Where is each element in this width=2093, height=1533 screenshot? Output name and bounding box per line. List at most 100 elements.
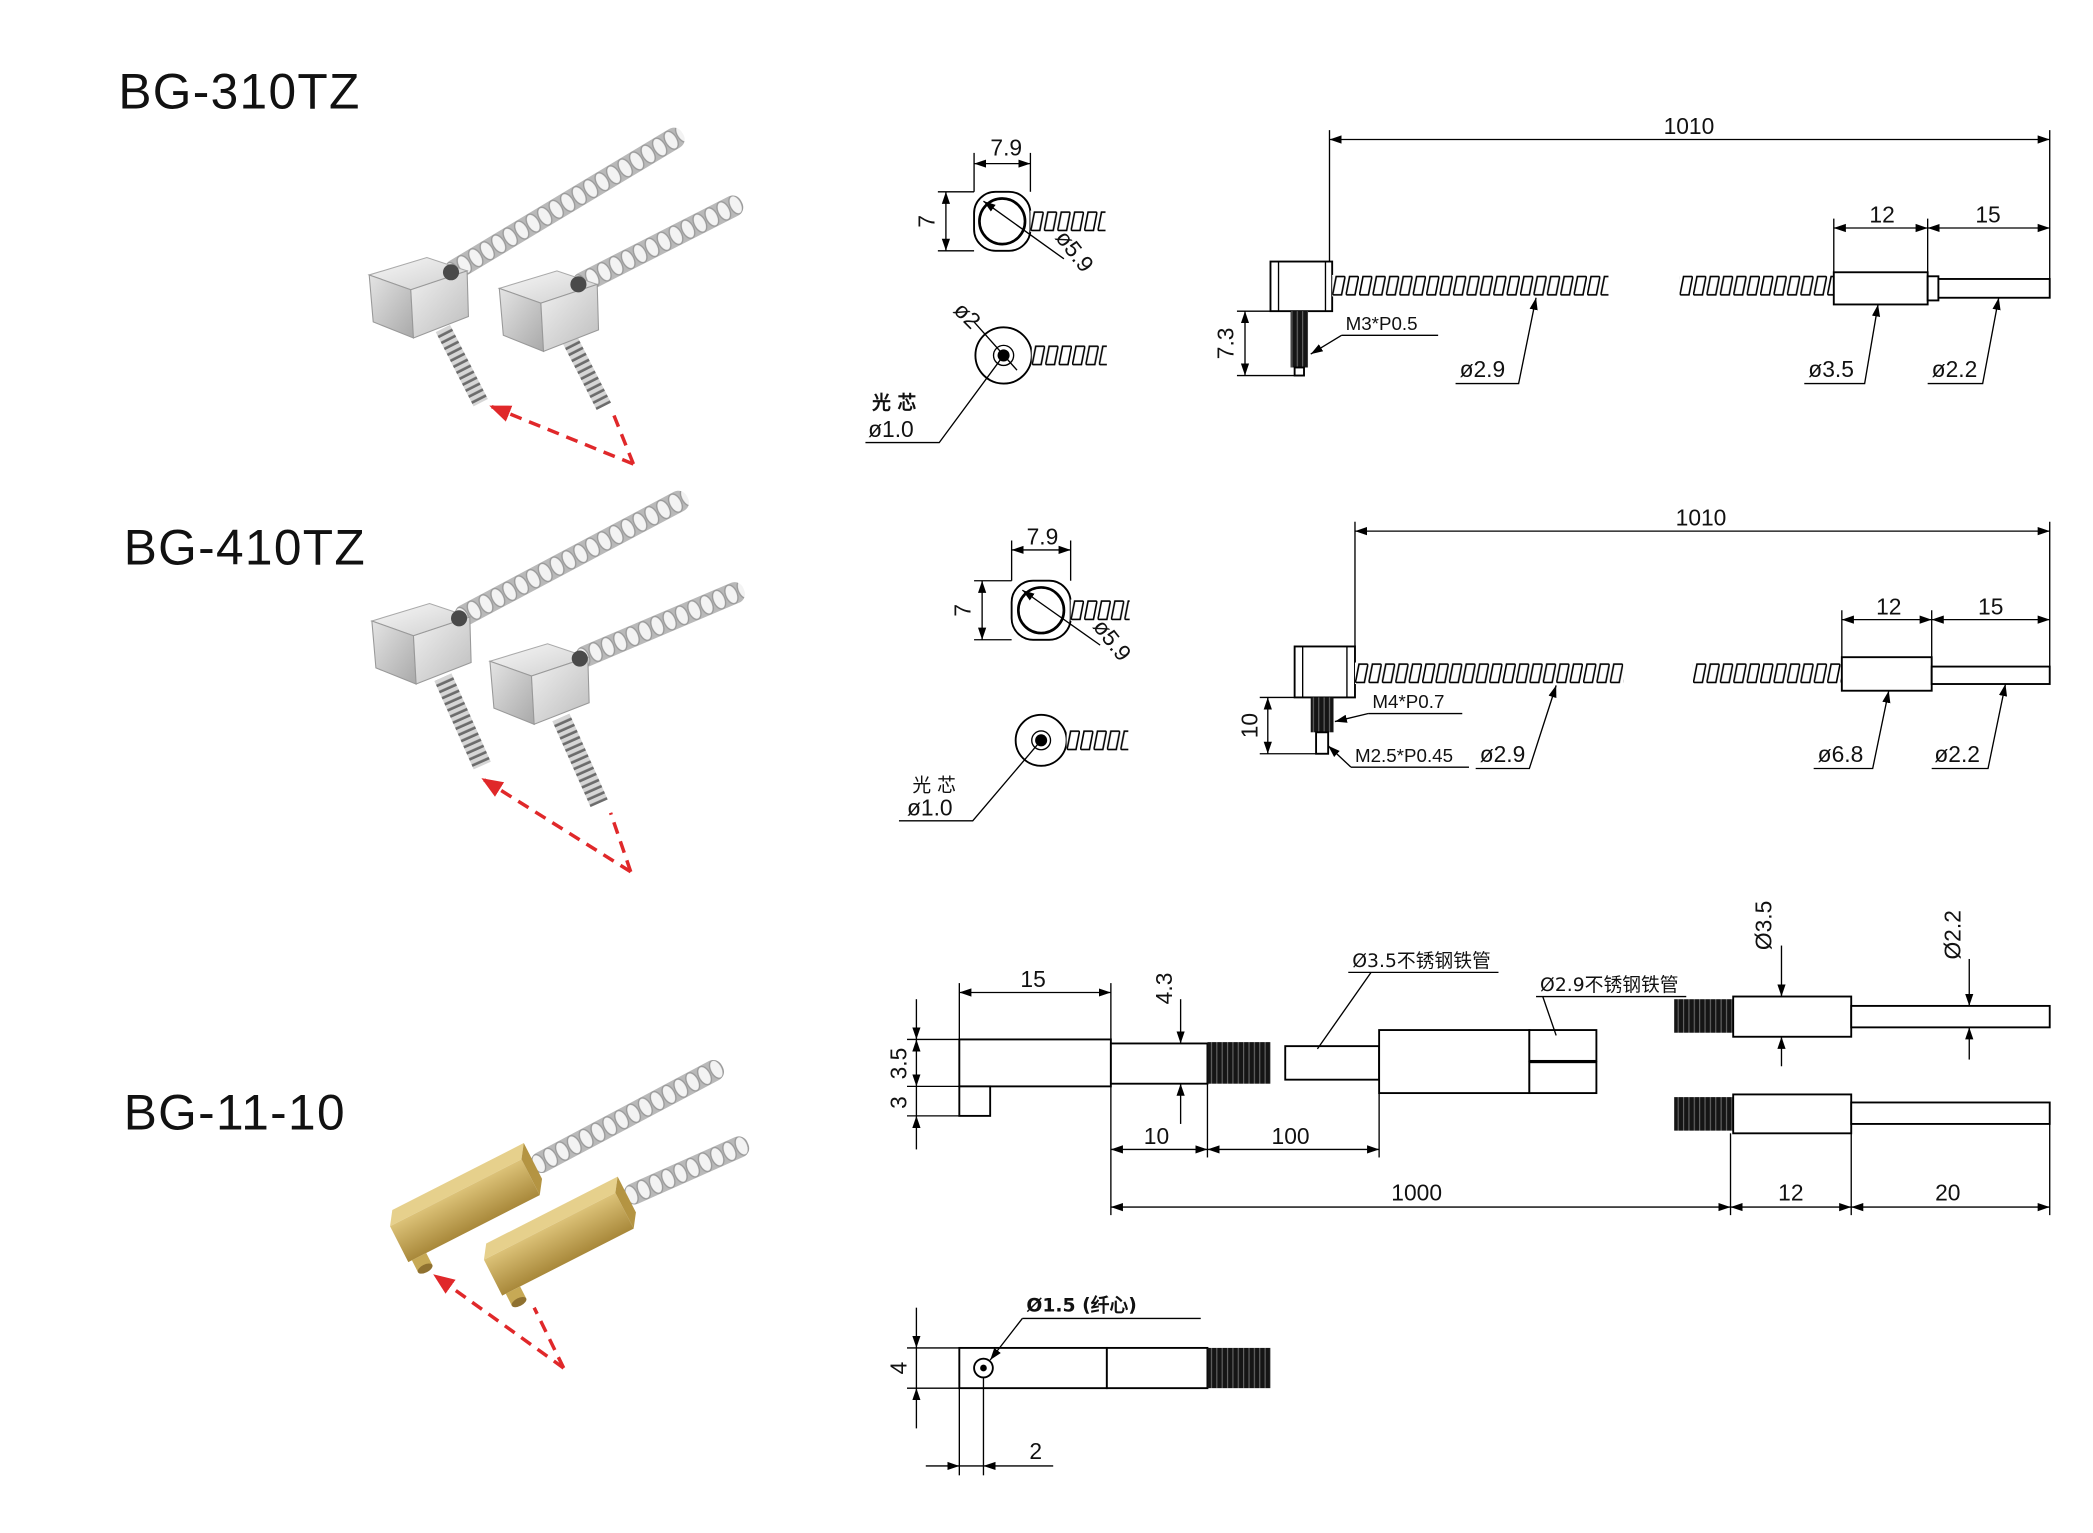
product-title-bg310tz: BG-310TZ (118, 64, 360, 120)
sheath-coil (1070, 599, 1130, 621)
photo-hex-block (488, 643, 590, 726)
ring-terminal (1010, 579, 1072, 641)
sheath-35-label: Ø3.5不锈钢铁管 (1352, 950, 1490, 972)
photo-hex-block (497, 270, 600, 353)
mount-screw-m4 (1310, 697, 1334, 733)
dim-total-length: 1000 (1391, 1179, 1442, 1205)
photo-sheath (624, 1136, 750, 1205)
photo-brass-block (390, 1143, 543, 1274)
body-thread (1207, 1042, 1271, 1084)
dim-ferrule-length: 12 (1876, 593, 1901, 619)
sheath-29-label: Ø2.9不锈钢铁管 (1540, 974, 1678, 996)
sheath-coil (1031, 344, 1107, 367)
leader-line (1927, 297, 2001, 385)
body-thread-top (1207, 1347, 1271, 1389)
drawing-bg1110: 15 4.3 3.5 3 10 100 Ø3.5不锈钢铁管 Ø2.9不锈钢铁管 (885, 901, 2051, 1476)
product-title-bg410tz: BG-410TZ (124, 520, 366, 576)
dim-height: 7 (913, 215, 939, 228)
mount-screw (1290, 311, 1309, 368)
dim-tip-length: 20 (1935, 1179, 1960, 1205)
sheath-coil (1030, 210, 1106, 233)
end-ferrule (1732, 995, 1853, 1038)
dim-outer-dia: ø5.9 (1051, 225, 1100, 277)
sheath-thread-29 (1528, 1061, 1598, 1095)
sheath-coil (1354, 662, 1624, 685)
ring-hole (1016, 586, 1066, 635)
leader-line (1334, 712, 1369, 723)
leader-line (983, 200, 1065, 260)
dim-thread-height: 4.3 (1151, 973, 1177, 1005)
product-title-bg1110: BG-11-10 (124, 1084, 346, 1140)
photo-screw (435, 324, 488, 407)
dim-sheath-dia: ø2.9 (1460, 356, 1506, 382)
end-thread (1674, 1097, 1734, 1131)
dim-nub-height: 3 (885, 1096, 911, 1109)
dim-body-height: 3.5 (885, 1048, 911, 1080)
photo-hex-block (367, 256, 469, 339)
photo-screw (563, 337, 612, 411)
dim-core-dia: ø1.0 (907, 794, 953, 820)
dim-tip-dia: ø2.2 (1932, 356, 1978, 382)
body-nub (958, 1085, 992, 1117)
leader-line (989, 1317, 1023, 1361)
body-tube (1109, 1042, 1209, 1085)
leader-line (1475, 685, 1557, 770)
dim-tip-dia: Ø2.2 (1940, 910, 1966, 959)
thread-spec: M3*P0.5 (1346, 313, 1418, 334)
dim-core-dia: ø1.0 (868, 416, 914, 442)
drawing-bg310tz-side-view: 1010 7.3 M3*P0.5 ø2.9 12 15 ø3.5 ø2.2 (1213, 113, 2051, 385)
body-tube-top (1105, 1346, 1209, 1390)
end-ferrule (1732, 1093, 1853, 1135)
red-arrow-pointer (489, 404, 635, 466)
photo-sheath (572, 195, 744, 294)
photo-sheath (444, 127, 685, 281)
sheath-thread-35 (1284, 1045, 1381, 1081)
product-photo-bg310tz (367, 127, 744, 466)
photo-brass-block (483, 1176, 636, 1308)
dim-tip-length: 15 (1978, 593, 2003, 619)
red-arrow-pointer (608, 812, 633, 873)
fiber-core-label: Ø1.5 (纤心) (1026, 1294, 1136, 1317)
dim-ferrule-dia: ø6.8 (1818, 741, 1864, 767)
drawing-bg410tz-end-views: 7.9 7 ø5.9 光 芯 ø1.0 (898, 524, 1137, 822)
sheath-coil (1692, 662, 1844, 685)
photo-screw (552, 713, 608, 808)
leader-line (865, 355, 1005, 444)
leader-line (1455, 297, 1538, 385)
thread-spec-minor: M2.5*P0.45 (1355, 745, 1453, 766)
mount-screw-m25 (1315, 731, 1330, 755)
leader-line (898, 739, 1042, 822)
photo-sheath (454, 490, 690, 626)
drawing-bg310tz-end-views: 7.9 7 ø5.9 ø2 光 芯 ø1.0 (865, 135, 1107, 444)
sheath-coil (1679, 274, 1836, 297)
probe-tip (1937, 278, 2051, 299)
dim-ferrule-dia: Ø3.5 (1750, 901, 1776, 950)
red-arrow-pointer (481, 777, 632, 874)
dim-top-height: 4 (885, 1361, 911, 1374)
connector-head (1293, 645, 1356, 699)
dim-screw-length: 10 (1237, 713, 1263, 738)
product-photo-bg1110 (390, 1059, 750, 1370)
ferrule (1840, 656, 1933, 692)
dim-tip-dia: ø2.2 (1934, 741, 1980, 767)
dim-core-offset: 2 (1029, 1438, 1042, 1464)
leader-line (1316, 971, 1372, 1050)
photo-hex-block (370, 602, 472, 685)
end-thread (1674, 999, 1734, 1033)
probe-body (958, 1038, 1112, 1088)
leader-line (973, 321, 1018, 371)
leader-line (1931, 683, 2008, 770)
end-tip (1850, 1004, 2051, 1029)
dim-total-length: 1010 (1664, 113, 1715, 139)
leader-line (1804, 304, 1881, 385)
leader-line (1813, 690, 1891, 770)
red-arrow-pointer (532, 1306, 566, 1369)
core-label: 光 芯 (871, 391, 916, 414)
dim-ferrule-dia: ø3.5 (1808, 356, 1854, 382)
probe-tip (1930, 665, 2051, 685)
dim-width: 7.9 (990, 135, 1022, 161)
end-tip (1850, 1101, 2051, 1125)
ferrule (1832, 271, 1929, 306)
dim-sheath-length: 100 (1272, 1123, 1310, 1149)
red-arrow-pointer (610, 409, 636, 465)
